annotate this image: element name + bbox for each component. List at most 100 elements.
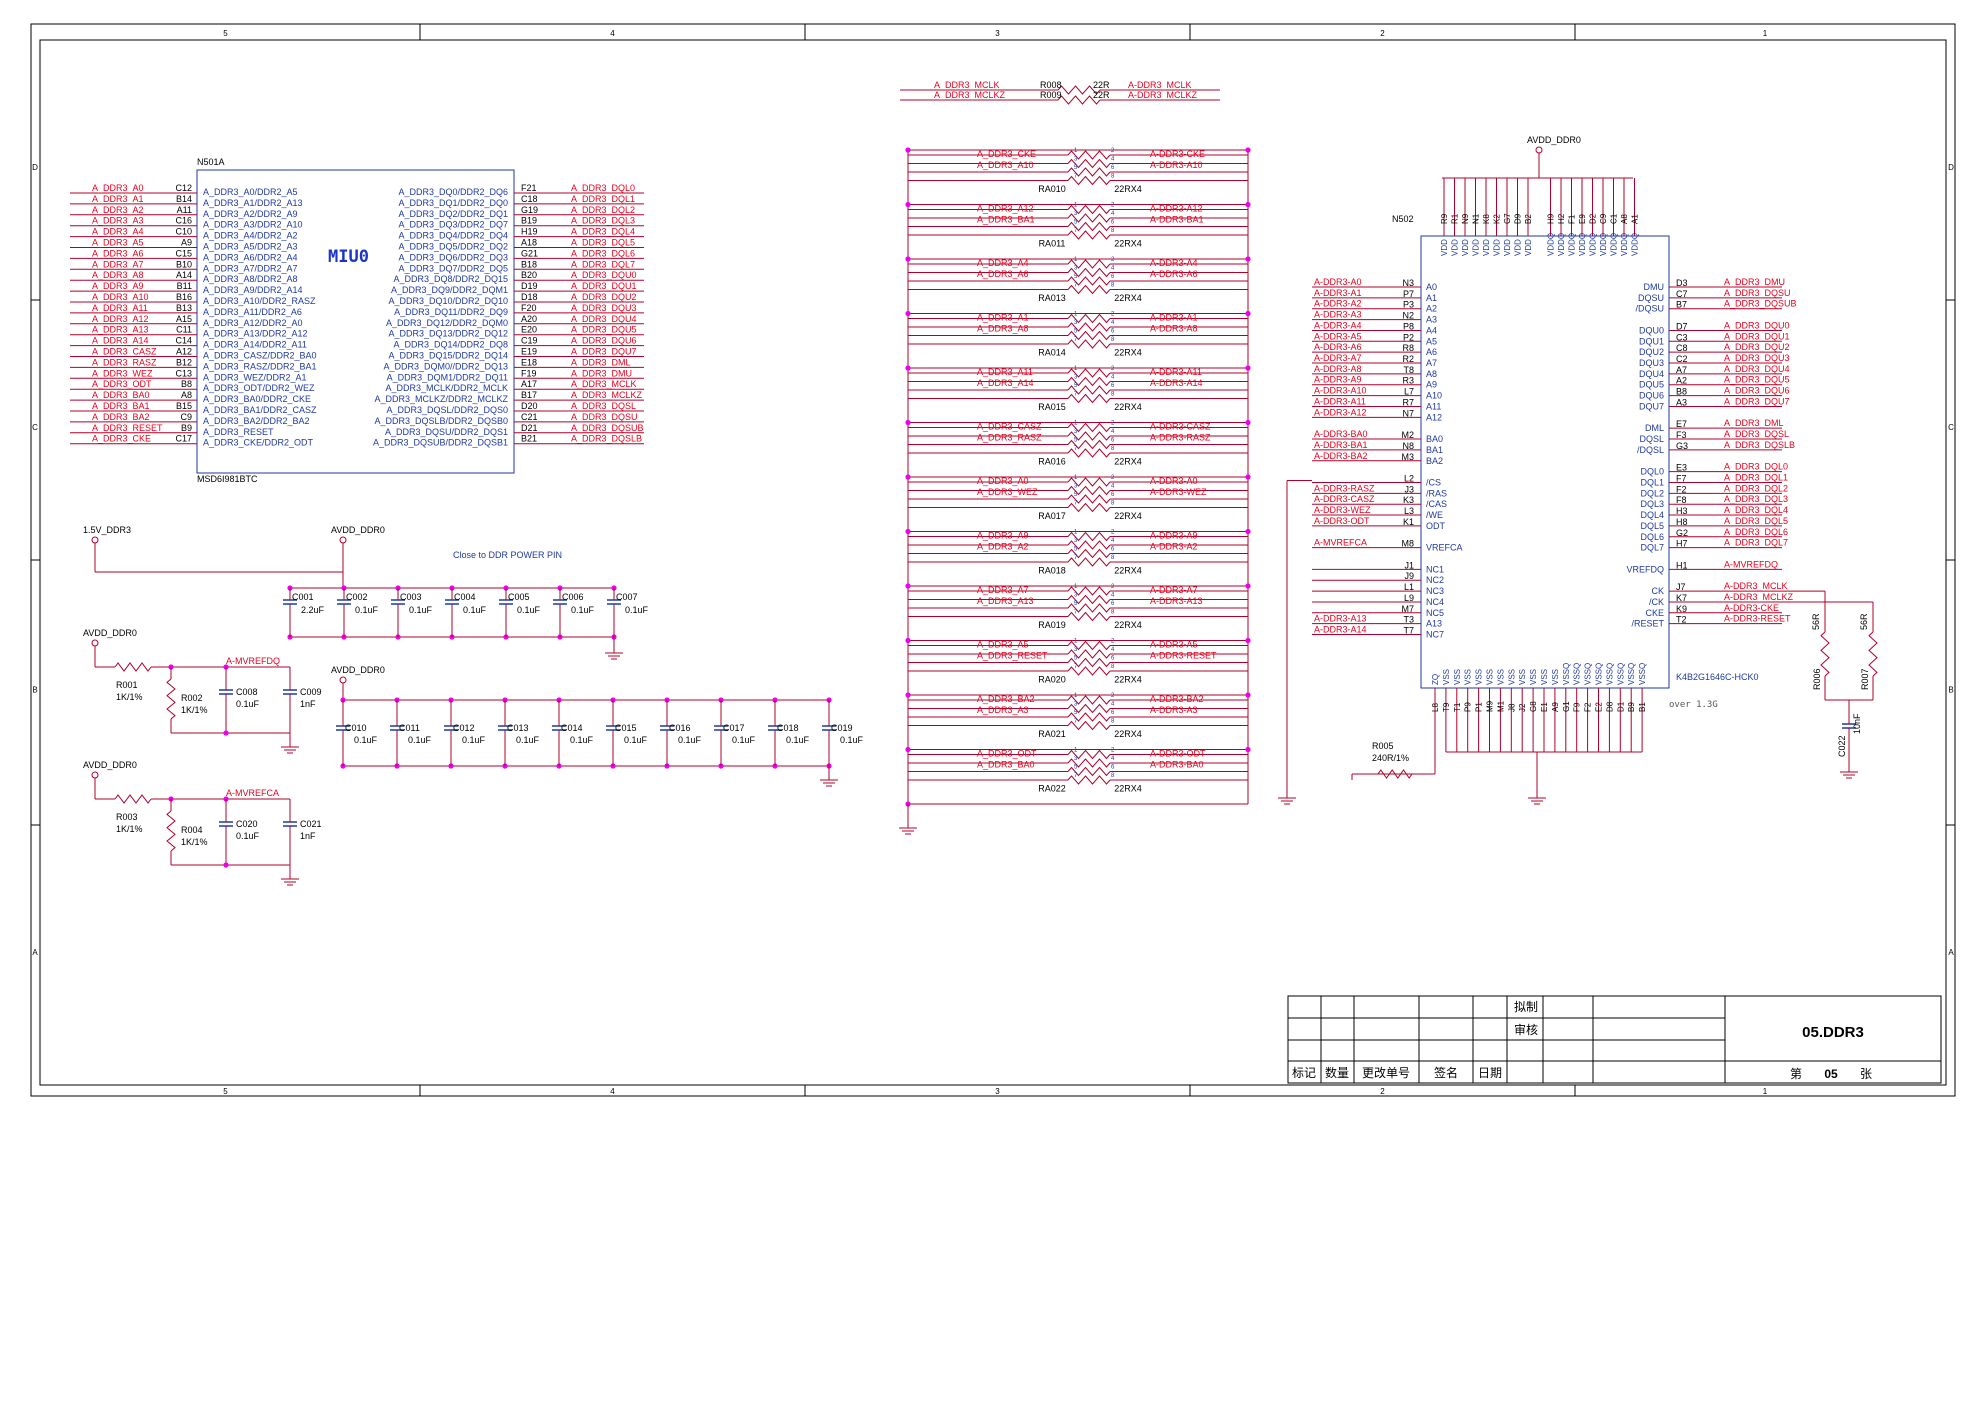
pin-name: DQL6 (1640, 532, 1664, 542)
pin-name: /CK (1649, 597, 1664, 607)
cap-value: 10nF (1852, 713, 1862, 734)
array-value: 22RX4 (1114, 348, 1142, 358)
array-value: 22RX4 (1114, 620, 1142, 630)
array-pin: 3 (1074, 375, 1078, 381)
array-value: 22RX4 (1114, 457, 1142, 467)
pin-number: B8 (181, 379, 192, 389)
array-pin: 5 (1074, 710, 1078, 716)
pin-name: VDD (1482, 239, 1491, 256)
pin-number: C9 (180, 412, 192, 422)
array-value: 22RX4 (1114, 184, 1142, 194)
cap-ref: C014 (561, 723, 583, 733)
cap-ref: C009 (300, 687, 322, 697)
pin-name: A_DDR3_A1/DDR2_A13 (203, 198, 303, 208)
net-label: A-DDR3_MCLK (1128, 80, 1192, 90)
array-pin: 1 (1074, 148, 1078, 154)
array-pin: 4 (1111, 375, 1115, 381)
pin-number: J9 (1404, 571, 1414, 581)
pin-name: A_DDR3_DQ7/DDR2_DQ5 (398, 263, 508, 273)
net-label: A_DDR3_CKE (92, 434, 151, 444)
net-label: A-DDR3-ODT (1314, 516, 1370, 526)
net-label: A-DDR3-A6 (1314, 342, 1362, 352)
array-pin: 6 (1111, 165, 1115, 171)
pin-name: A1 (1426, 293, 1437, 303)
net-label: A_DDR3_A4 (92, 227, 144, 237)
resistor-array-ra019: A_DDR3_A7A_DDR3_A13A-DDR3-A7A-DDR3-A1313… (905, 583, 1251, 630)
net-label: A_DDR3_DQL4 (1724, 505, 1788, 515)
net-label: A_DDR3_DQSL (571, 401, 636, 411)
pin-number: A9 (1551, 702, 1560, 712)
array-pin: 6 (1111, 438, 1115, 444)
array-pin: 1 (1074, 366, 1078, 372)
pin-number: F8 (1676, 495, 1687, 505)
pin-name: VREFDQ (1626, 564, 1664, 574)
pin-number: C9 (1599, 213, 1608, 224)
note-label: Close to DDR POWER PIN (453, 550, 562, 560)
title-drawn: 拟制 (1514, 1000, 1538, 1014)
pin-number: F21 (521, 183, 537, 193)
resistor (1067, 175, 1111, 186)
array-pin: 2 (1111, 748, 1115, 754)
pin-name: /WE (1426, 510, 1443, 520)
pin-name: A_DDR3_DQM1/DDR2_DQ11 (387, 372, 508, 382)
resistor-ref: R006 (1812, 668, 1822, 690)
pin-name: A_DDR3_MCLK/DDR2_MCLK (385, 383, 508, 393)
pin-name: DQU0 (1639, 325, 1664, 335)
pin-number: G1 (1562, 701, 1571, 712)
pin-number: C15 (175, 248, 192, 258)
junction (1245, 256, 1251, 262)
pin-number: H3 (1676, 506, 1688, 516)
array-pin: 4 (1111, 157, 1115, 163)
pin-name: VDD (1461, 239, 1470, 256)
cap-ref: C021 (300, 819, 322, 829)
pin-number: B13 (176, 303, 192, 313)
pin-name: A_DDR3_DQ4/DDR2_DQ4 (398, 231, 508, 241)
pin-name: VDDQ (1610, 233, 1619, 256)
cap-ref: C006 (562, 592, 584, 602)
junction (905, 147, 911, 153)
pin-number: H2 (1557, 213, 1566, 224)
pin-name: ODT (1426, 521, 1446, 531)
resistor (1067, 594, 1111, 605)
net-label: A-DDR3-A12 (1150, 204, 1203, 214)
cap-value: 0.1uF (786, 735, 810, 745)
array-pin: 6 (1111, 601, 1115, 607)
net-label: A_DDR3_A9 (92, 281, 144, 291)
resistor (1067, 385, 1111, 395)
resistor (1057, 85, 1101, 95)
pin-number: L8 (1431, 703, 1440, 712)
resistor (1067, 548, 1111, 559)
array-ref: RA019 (1038, 620, 1066, 630)
array-pin: 8 (1111, 773, 1115, 779)
pin-name: VSSQ (1616, 663, 1625, 685)
cap-ref: C020 (236, 819, 258, 829)
net-label: A-DDR3-A5 (1150, 640, 1198, 650)
resistor (1067, 276, 1111, 286)
pin-number: D19 (521, 281, 538, 291)
pin-name: NC1 (1426, 564, 1444, 574)
net-label: A_DDR3_BA1 (92, 401, 150, 411)
pin-name: A_DDR3_BA1/DDR2_CASZ (203, 405, 317, 415)
net-label: A-DDR3-A3 (1314, 310, 1362, 320)
pin-number: G2 (1676, 528, 1688, 538)
pin-number: G21 (521, 248, 538, 258)
resistor (1067, 749, 1111, 760)
pin-name: DQU1 (1639, 336, 1664, 346)
net-label: A_DDR3_A11 (92, 303, 148, 313)
array-pin: 8 (1111, 392, 1115, 398)
pin-number: B9 (181, 423, 192, 433)
pin-number: F7 (1676, 473, 1687, 483)
array-pin: 7 (1074, 610, 1078, 616)
power-label: AVDD_DDR0 (83, 760, 137, 770)
cap-ref: C007 (616, 592, 638, 602)
net-label: A_DDR3_CASZ (977, 422, 1042, 432)
resistor (1067, 322, 1111, 332)
resistor (1067, 150, 1111, 160)
resistor (1067, 666, 1111, 676)
frame-row-label: B (1948, 686, 1953, 695)
junction (905, 583, 911, 589)
pin-number: L9 (1404, 593, 1414, 603)
array-ref: RA014 (1038, 348, 1066, 358)
pin-number: R8 (1402, 343, 1414, 353)
